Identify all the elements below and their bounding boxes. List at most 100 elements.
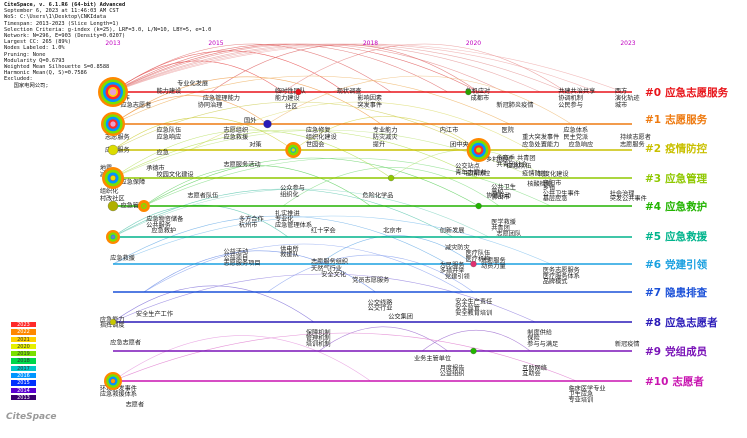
keyword-label: 保障机制 (306, 328, 331, 336)
cluster-id: #0 (645, 87, 661, 99)
keyword-label: 保险 (527, 334, 540, 342)
header-line: Pruning: None (4, 51, 46, 58)
cluster-link-arc (143, 165, 371, 207)
keyword-label: 专业化 (275, 215, 294, 223)
header-line: Harmonic Mean(Q, S)=0.7586 (4, 70, 87, 77)
cluster-link-arc (112, 188, 454, 238)
keyword-label: 校园文化建设 (157, 171, 194, 179)
keyword-label: 志愿组织 (223, 126, 248, 134)
keyword-label: 防灾减灾 (373, 133, 398, 141)
keyword-label: 安全监管 (455, 303, 480, 311)
cluster-name: 疫情防控 (665, 142, 707, 155)
keyword-label: 协调联动 (486, 191, 511, 199)
keyword-label: 公交行业 (368, 304, 393, 312)
cluster-id: #6 (645, 259, 661, 271)
keyword-node (295, 88, 302, 96)
keyword-label: 共建共治共享 (558, 87, 595, 95)
header-line: Largest CC: 265 (89%) (4, 39, 71, 46)
keyword-label: 志愿团队 (496, 230, 522, 238)
cluster-link-arc (112, 335, 371, 382)
keyword-node-core (291, 148, 296, 152)
keyword-label: 应急救援体系 (100, 390, 137, 398)
cluster-id: #7 (645, 287, 661, 299)
header-line: CiteSpace, v. 6.1.R6 (64-bit) Advanced (4, 2, 126, 8)
keyword-label: 公益项目 (223, 253, 248, 261)
cluster-name: 志愿服务 (665, 113, 707, 126)
axis-tick-label: 2023 (620, 40, 635, 47)
keyword-label: 减灾防灾 (445, 243, 470, 251)
cluster-link-arc (318, 326, 448, 352)
citespace-logo: CiteSpace (6, 412, 57, 422)
keyword-label: 内江市 (440, 126, 459, 134)
header-line: 国家电网公司; (4, 82, 49, 89)
cluster-link-arc (293, 116, 479, 151)
cluster-label-1: #1 志愿服务 (645, 113, 708, 126)
keyword-label: 危险化学品 (363, 191, 394, 199)
keyword-node-core (142, 204, 146, 208)
cluster-link-arc (421, 329, 531, 352)
header-line: Nodes Labeled: 1.0% (4, 45, 65, 52)
keyword-label: 应急 (157, 148, 169, 156)
keyword-label: 医院 (502, 126, 514, 134)
keyword-label: 疫情防控 (466, 169, 491, 177)
cluster-link-arc (282, 43, 567, 93)
keyword-node (465, 88, 472, 96)
cluster-link-arc (112, 215, 448, 265)
cluster-id: #3 (645, 173, 661, 185)
legend-year-2022: 2022 (10, 328, 37, 336)
keyword-label: 成都市 (471, 94, 490, 102)
keyword-label: 杭州市 (239, 221, 258, 229)
keyword-label: 北京市 (383, 227, 402, 235)
legend-year-2019: 2019 (10, 350, 37, 358)
keyword-label: 应急队伍 (157, 126, 182, 134)
keyword-label: 应急管理体系 (275, 221, 312, 229)
keyword-label: 志愿者队伍 (187, 191, 218, 199)
cluster-id: #10 (645, 376, 668, 388)
keyword-label: 共青团社会 (496, 161, 527, 169)
keyword-label: 公众参与 (280, 184, 305, 192)
cluster-name: 应急救护 (665, 200, 707, 213)
keyword-label: 专业培训 (569, 396, 594, 404)
keyword-label: 民主党派 (563, 133, 588, 141)
keyword-label: 对策 (249, 140, 261, 148)
keyword-label: 乡村振兴 (486, 156, 511, 164)
cluster-link-arc (112, 43, 448, 93)
axis-tick-label: 2013 (105, 40, 120, 47)
keyword-label: 公益活动 (223, 248, 248, 256)
keyword-label: 制度供给 (527, 328, 552, 336)
legend-year-2021: 2021 (10, 335, 37, 343)
keyword-label: 安全生产责任 (455, 298, 492, 306)
keyword-label: 天然气行业 (311, 265, 342, 273)
keyword-label: 应急救援 (223, 133, 248, 141)
cluster-link-arc (112, 188, 490, 238)
header-line: Modularity Q=0.6793 (4, 57, 65, 64)
keyword-node (470, 260, 477, 268)
keyword-label: 核酸检测 (527, 180, 552, 188)
cluster-id: #1 (645, 114, 661, 126)
cluster-id: #5 (645, 231, 661, 243)
keyword-node-core (476, 147, 482, 153)
keyword-node-core (109, 88, 117, 96)
keyword-label: 世园会 (306, 140, 325, 148)
keyword-label: 医务志愿服务 (543, 266, 580, 274)
keyword-label: 党员志愿服务 (352, 276, 389, 284)
keyword-label: 能力建设 (157, 87, 182, 95)
keyword-label: 基层应急 (543, 194, 568, 202)
keyword-node (109, 318, 117, 326)
cluster-link-arc (143, 157, 479, 207)
header-line: Network: N=296, E=903 (Density=0.0207) (4, 33, 126, 40)
axis-tick-label: 2020 (466, 40, 481, 47)
legend-year-2023: 2023 (10, 321, 37, 329)
keyword-label: 管理机制 (306, 334, 331, 342)
cluster-link-arc (318, 235, 474, 265)
keyword-label: 应急物资储备 (146, 215, 184, 223)
cluster-id: #2 (645, 143, 661, 155)
cluster-link-arc (267, 75, 572, 125)
keyword-label: 专业化发展 (177, 80, 208, 88)
cluster-name: 党建引领 (665, 258, 707, 271)
cluster-name: 党组成员 (665, 345, 707, 358)
